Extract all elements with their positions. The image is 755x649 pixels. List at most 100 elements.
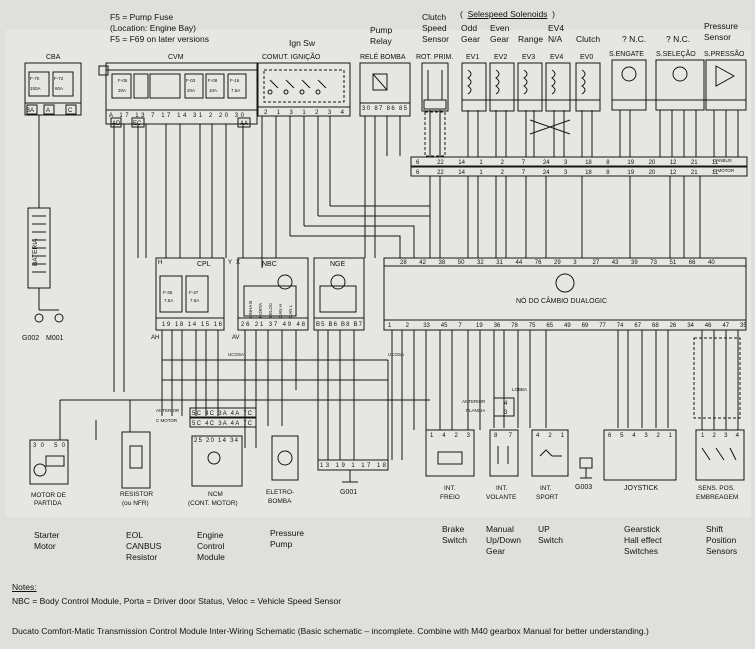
s-selecao-label: S.SELEÇÃO <box>656 49 696 58</box>
bus2-pin-12: 12 <box>670 170 677 176</box>
planc-pin-2: 3 <box>504 410 508 416</box>
freio-l1: INT. <box>444 485 456 492</box>
pump-relay-box <box>359 62 411 117</box>
cvm-fuse-1: F-05 <box>118 78 128 83</box>
cba-fuse-1: F-70 <box>30 76 40 81</box>
figure-caption: Ducato Comfort-Matic Transmission Contro… <box>12 626 649 636</box>
ncu-top-pin-10: 27 <box>593 260 600 266</box>
cvm-fuse-3: F-08 <box>208 78 218 83</box>
fuse-note: F5 = Pump Fuse (Location: Engine Bay) F5… <box>110 12 209 45</box>
ncu-top-pin-16: 40 <box>708 260 715 266</box>
clutch-speed-note: Clutch Speed Sensor <box>422 12 449 44</box>
sens-pos-l2: EMBREAGEM <box>696 494 738 501</box>
h-tag: H <box>158 260 162 266</box>
bus1-pin-14: 11 <box>712 160 719 166</box>
odd-gear-note: Odd Gear <box>461 23 480 44</box>
ncu-top-pin-13: 73 <box>650 260 657 266</box>
cba-box <box>24 62 82 116</box>
resistor-l1: RESISTOR <box>120 491 153 498</box>
cpl-label: CPL <box>197 261 211 268</box>
cvm-amp-1: 30A <box>118 88 126 93</box>
ncu-top-pin-6: 44 <box>516 260 523 266</box>
comut-label: COMUT. IGNIÇÃO <box>262 52 321 61</box>
bus2-pin-5: 7 <box>522 170 526 176</box>
joystick-pins: 6 5 4 3 2 1 <box>608 433 673 439</box>
plancia-tag: PLANCIA <box>466 408 485 413</box>
bus2-pin-14: 11 <box>712 170 719 176</box>
fuse-note-2: (Location: Engine Bay) <box>110 23 196 33</box>
ucosa-tag: UCOSA <box>228 352 244 357</box>
ev1-label: EV1 <box>466 54 479 61</box>
sport-pins: 4 2 1 <box>536 433 565 439</box>
ncu-bot-pin-15: 68 <box>652 323 659 329</box>
ncu-bot-pin-3: 45 <box>441 323 448 329</box>
s-engate-label: S.ENGATE <box>609 51 644 58</box>
sport-l2: SPORT <box>536 494 558 501</box>
ncu-bot-pin-20: 35 <box>740 323 747 329</box>
anterior-2: ANTERIOR <box>462 399 486 404</box>
cvm-amp-3: 10A <box>209 88 217 93</box>
volante-l2: VOLANTE <box>486 494 517 501</box>
pump-relay-note: Pump Relay <box>370 25 393 46</box>
cba-label: CBA <box>46 54 61 61</box>
cpl-fuse-1: F-35 <box>163 290 173 295</box>
freio-pins: 1 4 2 3 <box>430 433 471 439</box>
ncm-top-pins: 5C 4C 3A 4A 7C <box>192 411 253 417</box>
m001-label: M001 <box>46 335 64 342</box>
bus2-pin-1: 22 <box>437 170 444 176</box>
ncu-top-pin-14: 51 <box>670 260 677 266</box>
bus1-pin-5: 7 <box>522 160 526 166</box>
ncu-bot-pin-12: 77 <box>599 323 606 329</box>
ncu-bot-pin-14: 67 <box>634 323 641 329</box>
ncu-bot-pin-7: 78 <box>511 323 518 329</box>
anterior-tag: ANTERIOR <box>156 408 180 413</box>
cvm-sub-2: EC <box>133 121 142 127</box>
motor-partida-box <box>29 439 69 485</box>
g001-label: G001 <box>340 489 357 496</box>
nge-label: NGE <box>330 261 346 268</box>
ncu-bot-pin-6: 36 <box>494 323 501 329</box>
cvm-box <box>105 62 258 125</box>
bus2-pin-4: 2 <box>501 170 505 176</box>
bus2-pin-11: 20 <box>649 170 656 176</box>
ncm-l1: NCM <box>208 491 223 498</box>
av-tag: AV <box>232 335 240 341</box>
rot-prim-box <box>421 62 449 112</box>
bus2-pin-0: 6 <box>416 170 420 176</box>
cvm-amp-4: 7.5A <box>231 88 240 93</box>
cpl-amp-2: 7.5A <box>190 298 199 303</box>
ncm-pins: 25 20 14 34 <box>194 438 239 444</box>
ev2-label: EV2 <box>494 54 507 61</box>
nbc-box <box>237 257 309 331</box>
nbc-inner-2: PORTA <box>258 303 263 318</box>
ncu-top-pin-11: 43 <box>612 260 619 266</box>
motor-tag: C MOTOR <box>713 168 735 173</box>
g001-connector <box>317 459 389 471</box>
ign-sw-note: Ign Sw <box>289 38 315 48</box>
cvm-fuse-2: F-03 <box>186 78 196 83</box>
ncu-bot-pin-16: 26 <box>670 323 677 329</box>
cba-fuse-2: F-72 <box>54 76 64 81</box>
nbc-inner-1: LINHA B <box>248 301 253 318</box>
cpl-box <box>155 257 225 331</box>
eletro-bomba-box <box>271 435 299 481</box>
ncu-bot-pin-4: 7 <box>458 323 462 329</box>
nbc-inner-3: VELOC <box>268 302 273 318</box>
rot-prim-label: ROT. PRIM. <box>416 54 453 61</box>
bus1-pin-6: 24 <box>543 160 550 166</box>
anterior-planc-connector <box>493 397 515 417</box>
volante-l1: INT. <box>496 485 508 492</box>
ncu-box <box>383 257 747 331</box>
nge-box <box>313 257 365 331</box>
s-pressao-label: S.PRESSÃO <box>704 49 745 58</box>
ncu-bot-pin-9: 65 <box>546 323 553 329</box>
bus2-pin-9: 8 <box>606 170 610 176</box>
int-freio-box <box>425 429 475 477</box>
bus1-pin-13: 21 <box>691 160 698 166</box>
